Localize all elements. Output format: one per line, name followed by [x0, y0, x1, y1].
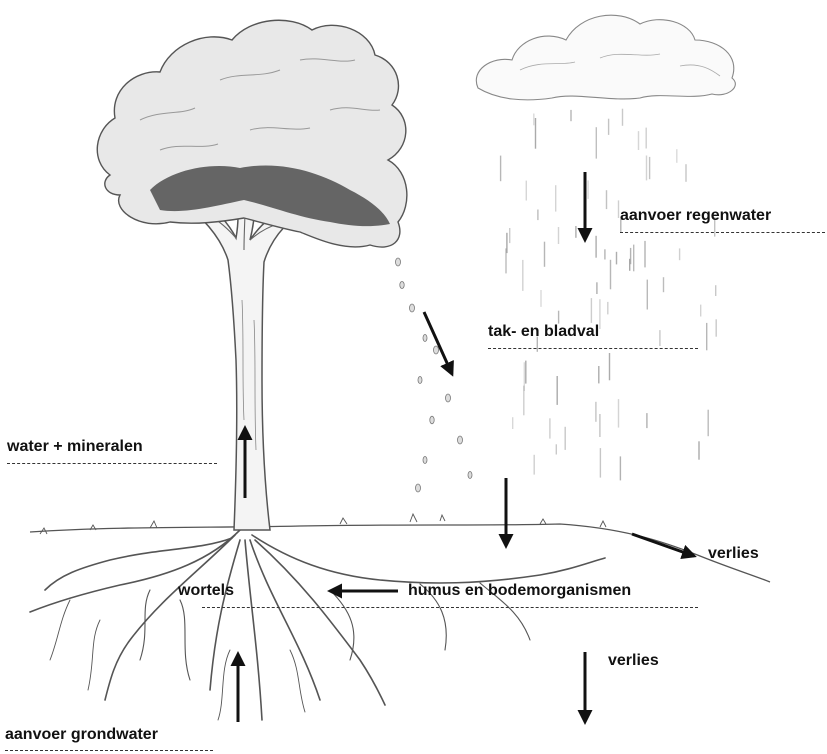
label-humus: humus en bodemorganismen [408, 582, 631, 600]
dashed-underline-litterfall [488, 348, 698, 349]
label-litterfall: tak- en bladval [488, 323, 599, 341]
label-rainwater-supply: aanvoer regenwater [620, 207, 771, 225]
dashed-underline-groundwater [5, 750, 213, 751]
flow-arrows [238, 172, 694, 722]
arrow-litterfall [424, 312, 452, 374]
label-groundwater-supply: aanvoer grondwater [5, 726, 158, 744]
dashed-underline-roots-humus [202, 607, 698, 608]
roots-drawing [30, 530, 605, 720]
dashed-underline-water-minerals [7, 463, 217, 464]
label-water-minerals: water + mineralen [7, 438, 143, 456]
ground-line [30, 514, 770, 582]
arrow-surface-loss [632, 534, 694, 556]
label-loss-deep: verlies [608, 652, 659, 670]
tree-crown-drawing [97, 20, 407, 247]
cloud-drawing [476, 15, 735, 100]
rain-streaks [501, 109, 717, 481]
dashed-underline-rainwater [620, 232, 825, 233]
label-roots: wortels [178, 582, 234, 600]
label-loss-surface: verlies [708, 545, 759, 563]
falling-leaves [386, 236, 473, 492]
